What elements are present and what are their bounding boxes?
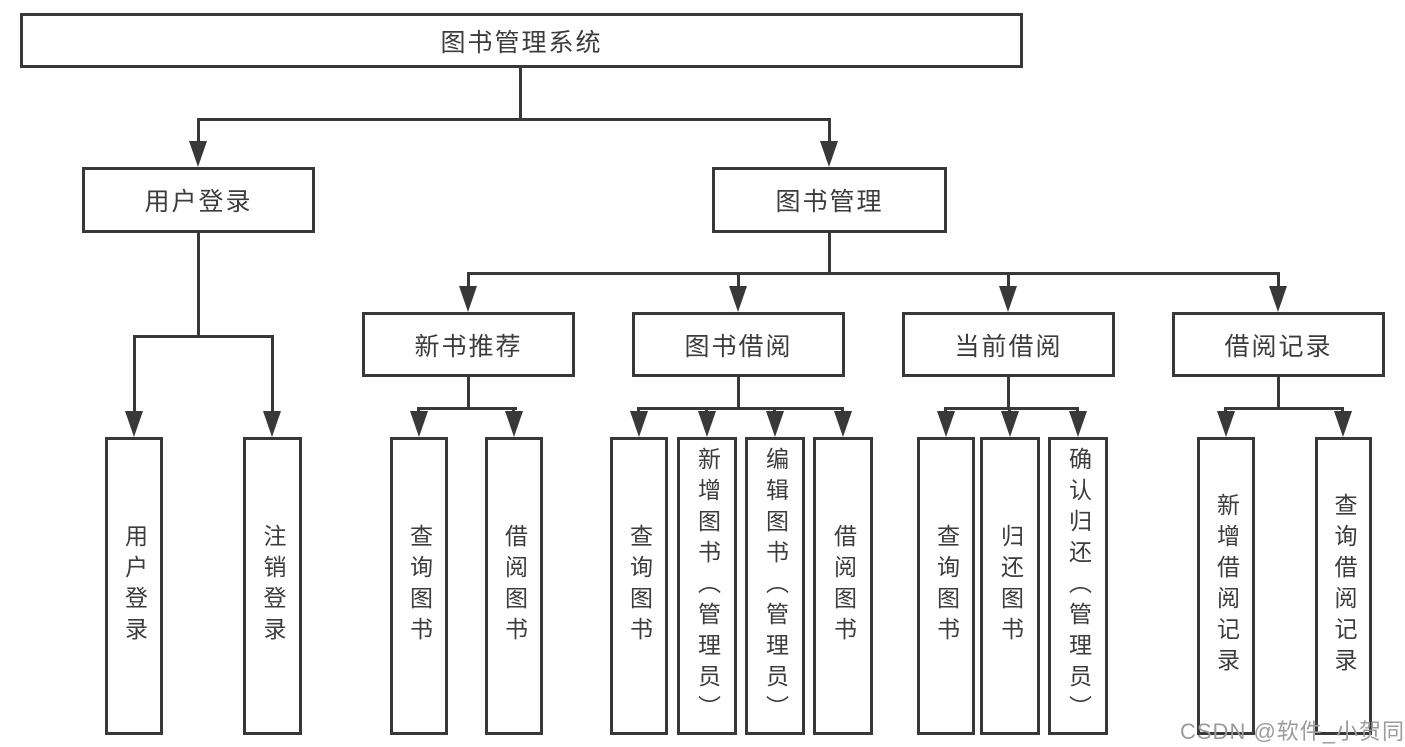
connector-line [737, 377, 740, 410]
node-leaf-return-book: 归还图书 [980, 437, 1040, 735]
node-leaf-add-book-admin-label: 新增图书（管理员） [694, 446, 721, 726]
node-leaf-logout-label: 注销登录 [260, 524, 286, 648]
node-leaf-edit-book-admin-label: 编辑图书（管理员） [762, 446, 789, 726]
connector-line [519, 68, 522, 121]
node-user-login: 用户登录 [82, 167, 315, 233]
node-leaf-add-book-admin: 新增图书（管理员） [677, 437, 737, 735]
node-leaf-query-borrow-record: 查询借阅记录 [1315, 437, 1372, 735]
connector-line [271, 335, 274, 415]
connector-line [828, 232, 831, 275]
arrow-down-icon [1001, 411, 1019, 437]
node-book-management: 图书管理 [712, 167, 947, 233]
node-new-book-recommend-label: 新书推荐 [414, 332, 523, 361]
connector-line [467, 272, 470, 290]
node-user-login-label: 用户登录 [144, 188, 253, 216]
arrow-down-icon [999, 286, 1017, 312]
connector-line [737, 272, 740, 290]
node-leaf-user-login-label: 用户登录 [121, 524, 148, 648]
connector-line [133, 335, 274, 338]
connector-line [1277, 272, 1280, 290]
node-leaf-query-book-current: 查询图书 [917, 437, 975, 735]
node-leaf-borrow-book-borrowing: 借阅图书 [813, 437, 873, 735]
connector-line [467, 377, 470, 410]
arrow-down-icon [698, 411, 716, 437]
node-leaf-borrow-book-recommend-label: 借阅图书 [501, 524, 528, 648]
connector-line [1277, 377, 1280, 410]
arrow-down-icon [125, 411, 143, 437]
arrow-down-icon [189, 141, 207, 167]
node-leaf-query-borrow-record-label: 查询借阅记录 [1331, 493, 1357, 679]
connector-line [197, 118, 200, 146]
arrow-down-icon [834, 411, 852, 437]
connector-line [197, 118, 831, 121]
node-book-borrowing: 图书借阅 [632, 312, 845, 377]
node-root-label: 图书管理系统 [440, 28, 603, 57]
node-leaf-confirm-return-admin-label: 确认归还（管理员） [1065, 446, 1092, 726]
arrow-down-icon [820, 141, 838, 167]
node-new-book-recommend: 新书推荐 [362, 312, 575, 377]
connector-line [637, 407, 844, 410]
node-root: 图书管理系统 [20, 13, 1023, 68]
node-leaf-confirm-return-admin: 确认归还（管理员） [1048, 437, 1108, 735]
node-leaf-query-book-recommend-label: 查询图书 [406, 524, 433, 648]
connector-line [1224, 407, 1344, 410]
node-book-borrowing-label: 图书借阅 [684, 332, 793, 361]
node-leaf-logout: 注销登录 [243, 437, 302, 735]
node-current-borrowing: 当前借阅 [902, 312, 1115, 377]
node-borrowing-records-label: 借阅记录 [1224, 332, 1333, 361]
node-leaf-add-borrow-record-label: 新增借阅记录 [1213, 493, 1240, 679]
arrow-down-icon [729, 286, 747, 312]
node-leaf-borrow-book-recommend: 借阅图书 [485, 437, 543, 735]
arrow-down-icon [766, 411, 784, 437]
connector-line [197, 233, 200, 338]
arrow-down-icon [1269, 286, 1287, 312]
arrow-down-icon [263, 411, 281, 437]
arrow-down-icon [937, 411, 955, 437]
arrow-down-icon [1069, 411, 1087, 437]
connector-line [1007, 272, 1010, 290]
connector-line [1007, 377, 1010, 410]
arrow-down-icon [505, 411, 523, 437]
arrow-down-icon [459, 286, 477, 312]
node-leaf-query-book-recommend: 查询图书 [390, 437, 448, 735]
arrow-down-icon [1217, 411, 1235, 437]
node-leaf-borrow-book-borrowing-label: 借阅图书 [830, 524, 857, 648]
watermark: CSDN @软件_小贺同学 [1180, 719, 1405, 744]
connector-line [417, 407, 517, 410]
arrow-down-icon [410, 411, 428, 437]
node-leaf-query-book-current-label: 查询图书 [933, 524, 960, 648]
connector-line [944, 407, 1079, 410]
connector-line [467, 272, 1280, 275]
node-leaf-add-borrow-record: 新增借阅记录 [1197, 437, 1255, 735]
arrow-down-icon [1334, 411, 1352, 437]
node-leaf-query-book-borrowing-label: 查询图书 [626, 524, 653, 648]
connector-line [828, 118, 831, 146]
node-leaf-edit-book-admin: 编辑图书（管理员） [745, 437, 805, 735]
node-current-borrowing-label: 当前借阅 [954, 332, 1063, 361]
arrow-down-icon [630, 411, 648, 437]
node-leaf-user-login: 用户登录 [105, 437, 163, 735]
node-leaf-query-book-borrowing: 查询图书 [610, 437, 668, 735]
connector-line [133, 335, 136, 415]
node-book-management-label: 图书管理 [775, 188, 884, 216]
node-leaf-return-book-label: 归还图书 [997, 524, 1024, 648]
node-borrowing-records: 借阅记录 [1172, 312, 1385, 377]
